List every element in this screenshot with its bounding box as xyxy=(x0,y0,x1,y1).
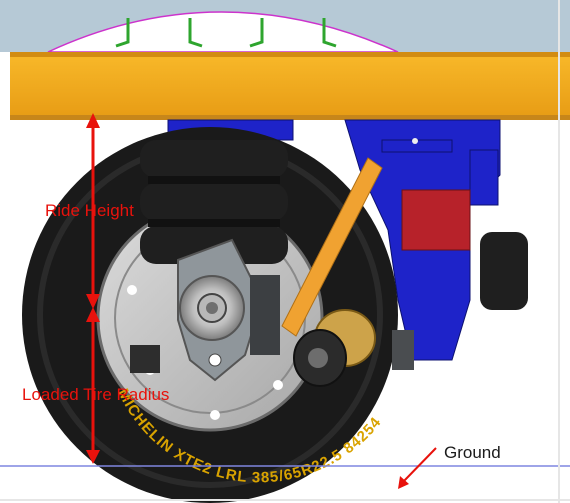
rear-spring-stack xyxy=(480,232,528,310)
bracket-bolt xyxy=(412,138,418,144)
bracket-plate xyxy=(401,189,471,251)
ride-height-label: Ride Height xyxy=(45,201,134,220)
top-arch-clips xyxy=(115,18,337,48)
ground-label: Ground xyxy=(444,443,501,462)
loaded-tire-radius-dimension xyxy=(86,307,100,464)
frame-rail xyxy=(10,52,570,120)
strut xyxy=(281,157,383,337)
ground-pointer-arrow xyxy=(398,447,437,489)
top-arch xyxy=(47,11,399,53)
ride-height-dimension xyxy=(86,113,100,309)
brake-chamber xyxy=(293,309,376,387)
loaded-tire-radius-label: Loaded Tire Radius xyxy=(22,385,169,404)
air-spring xyxy=(140,140,288,264)
